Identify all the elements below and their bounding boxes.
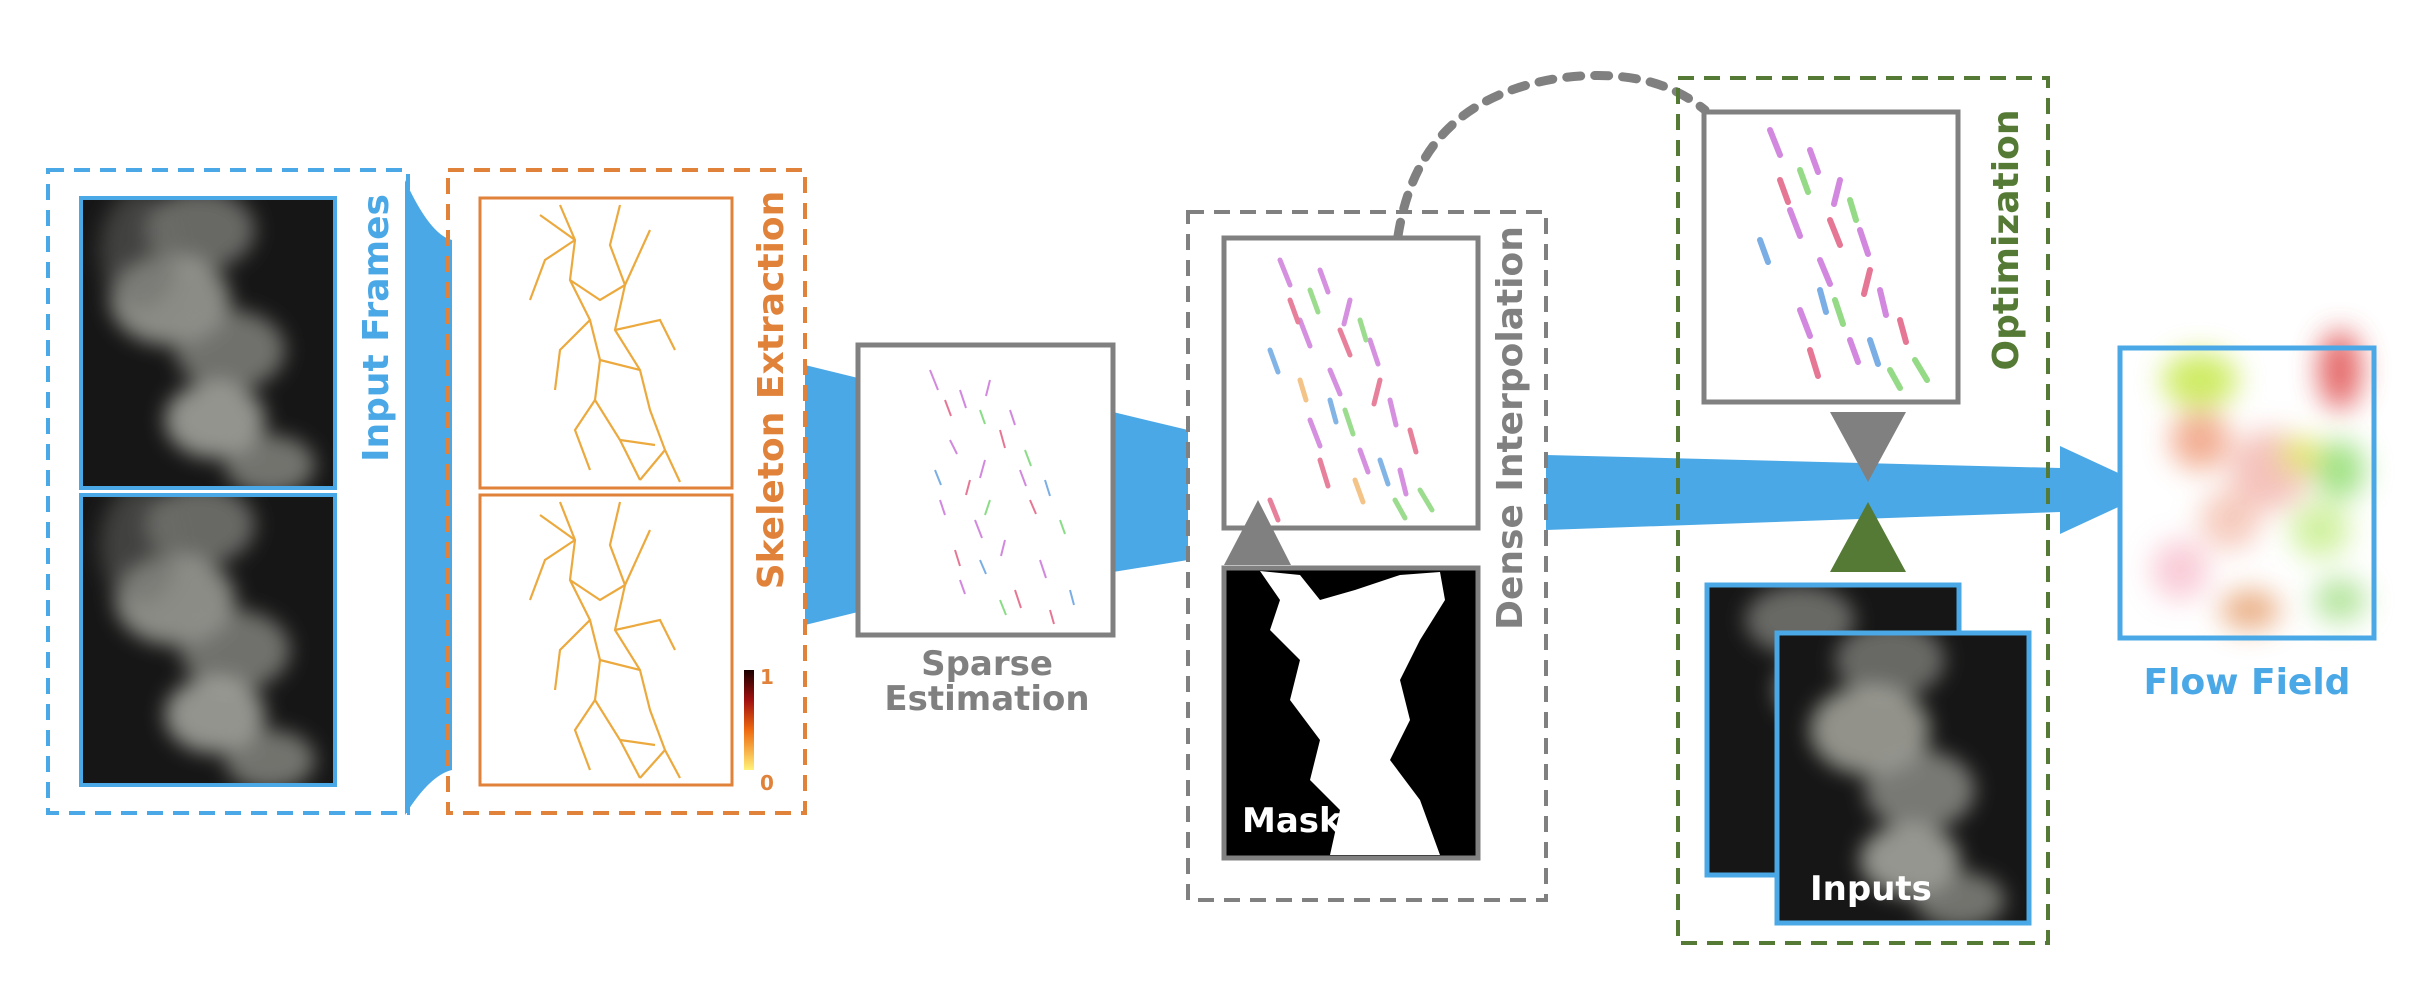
main-arrow-to-flow-field <box>1546 446 2155 534</box>
mask-to-dense-arrow <box>1224 500 1291 565</box>
inputs-label: Inputs <box>1810 869 1932 909</box>
dense-flow-streaks <box>1267 257 1435 523</box>
skeleton-frame-2 <box>478 493 734 787</box>
optimization-box <box>1676 76 2050 945</box>
skeleton-colorbar <box>744 670 754 770</box>
input-frame-2 <box>79 493 337 787</box>
colorbar-min-label: 0 <box>760 771 774 795</box>
optimization-label: Optimization <box>1986 110 2027 371</box>
optimization-flow-streaks <box>1757 127 1930 391</box>
flow-field-image <box>2117 330 2377 641</box>
funnel-skeleton-to-sparse <box>805 365 858 625</box>
sparse-estimation-label-line2: Estimation <box>884 679 1089 719</box>
optimization-input-frame-front <box>1774 630 2032 926</box>
colorbar-max-label: 1 <box>760 665 774 689</box>
skeleton-branches-2 <box>528 501 681 779</box>
input-frames-box <box>46 168 410 815</box>
sparse-estimation-label-line1: Sparse <box>921 644 1053 684</box>
input-frame-1 <box>79 196 337 490</box>
sparse-flow-speckles <box>929 369 1075 625</box>
optimization-flow-frame <box>1701 109 1961 405</box>
skeleton-frame-1 <box>478 196 734 490</box>
funnel-sparse-to-dense <box>1113 412 1188 572</box>
dense-interpolation-label: Dense Interpolation <box>1490 226 1531 630</box>
skeleton-branches-1 <box>528 204 681 483</box>
dense-interpolation-box <box>1186 210 1548 902</box>
sparse-estimation-frame <box>855 342 1116 638</box>
optimization-down-arrow <box>1830 412 1906 482</box>
mask-label: Mask <box>1242 801 1343 841</box>
skeleton-extraction-box <box>446 168 807 815</box>
funnel-input-to-skeleton <box>405 180 452 815</box>
mask-shape <box>1260 571 1445 855</box>
input-frames-label: Input Frames <box>356 194 397 462</box>
dense-flow-frame <box>1221 235 1481 531</box>
flow-field-label: Flow Field <box>2144 662 2351 703</box>
feedback-loop-arc <box>1393 71 1710 241</box>
optimization-up-arrow <box>1830 502 1906 572</box>
skeleton-extraction-label: Skeleton Extraction <box>751 191 792 590</box>
